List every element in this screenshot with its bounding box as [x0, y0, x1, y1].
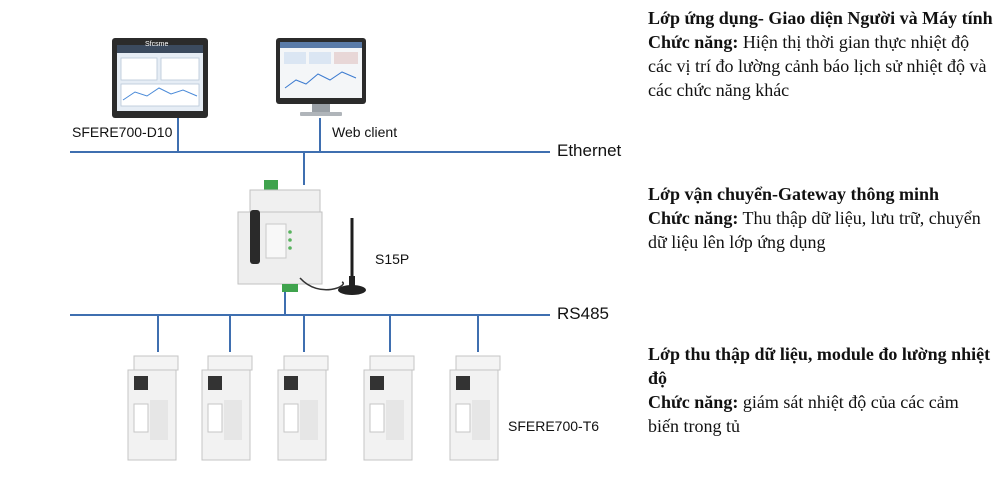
transport-layer-title: Lớp vận chuyển-Gateway thông minh — [648, 184, 940, 204]
transport-layer-function-label: Chức năng: — [648, 208, 739, 228]
module-1 — [127, 315, 179, 461]
application-layer-function-text: Hiện thị thời gian thực nhiệt độ các vị … — [648, 32, 987, 100]
web-client-monitor — [276, 38, 366, 116]
topology-svg — [70, 38, 550, 461]
web-client-label: Web client — [332, 124, 398, 140]
hmi-panel — [112, 38, 208, 118]
module-label: SFERE700-T6 — [508, 418, 600, 434]
module-5 — [449, 315, 501, 461]
gateway-label: S15P — [375, 251, 410, 267]
gateway-device — [237, 180, 366, 295]
transport-layer-function-text: Thu thập dữ liệu, lưu trữ, chuyển dữ liệ… — [648, 208, 981, 252]
module-4 — [363, 315, 415, 461]
hmi-brand-text: Sfcsme — [145, 41, 169, 48]
hmi-label: SFERE700-D10 — [72, 124, 173, 140]
acquisition-layer-function-label: Chức năng: — [648, 392, 739, 412]
module-2 — [201, 315, 253, 461]
system-diagram: Sfcsme SFERE700-D10 Web client Ethernet … — [70, 38, 622, 461]
application-layer-function-label: Chức năng: — [648, 32, 739, 52]
ethernet-label: Ethernet — [557, 141, 622, 160]
acquisition-layer-function-text: giám sát nhiệt độ của các cảm biến trong… — [648, 392, 959, 436]
rs485-label: RS485 — [557, 304, 609, 323]
module-3 — [277, 315, 329, 461]
acquisition-layer-description: Lớp thu thập dữ liệu, module đo lường nh… — [648, 342, 993, 438]
transport-layer-description: Lớp vận chuyển-Gateway thông minh Chức n… — [648, 182, 993, 254]
application-layer-description: Lớp ứng dụng- Giao diện Người và Máy tín… — [648, 6, 993, 102]
application-layer-title: Lớp ứng dụng- Giao diện Người và Máy tín… — [648, 8, 993, 28]
acquisition-layer-title: Lớp thu thập dữ liệu, module đo lường nh… — [648, 344, 991, 388]
